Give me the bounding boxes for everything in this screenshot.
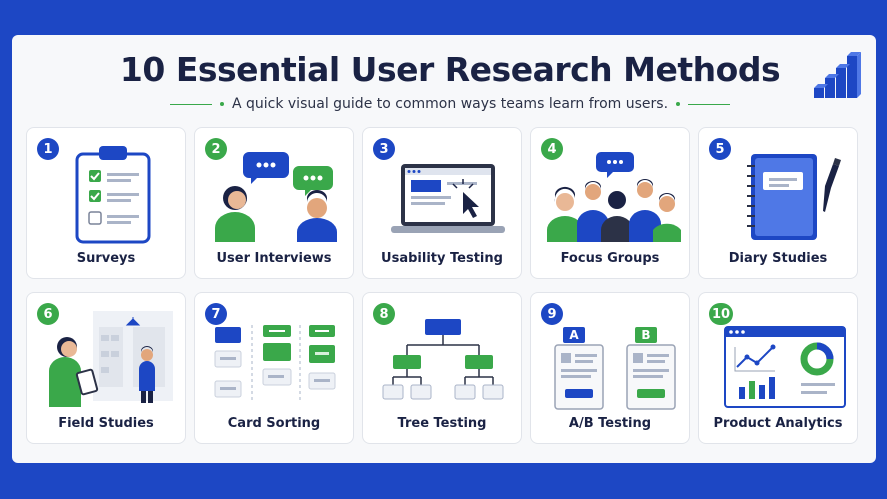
method-number: 10 [709,303,734,325]
method-card-ab-testing[interactable]: 9 A B A/B Testing [530,292,690,444]
ab-comparison-icon: A B [554,327,676,410]
card-columns-icon [214,325,336,401]
divider-right [688,103,731,105]
clipboard-checklist-icon [75,146,151,244]
subtitle-row: A quick visual guide to common ways team… [170,94,731,114]
method-number: 1 [37,138,59,160]
page-title: 10 Essential User Research Methods [119,50,781,89]
method-label: Diary Studies [728,251,828,266]
divider-left [170,103,212,105]
method-label: A/B Testing [568,416,652,431]
analytics-dashboard-icon [724,326,846,408]
method-card-surveys[interactable]: 1 Surveys [26,127,186,279]
notebook-pen-icon [747,154,841,240]
method-card-diary-studies[interactable]: 5 Diary Studies [698,127,858,279]
method-label: Product Analytics [713,416,843,431]
method-number: 8 [373,303,395,325]
method-card-usability-testing[interactable]: 3 Usability Testing [362,127,522,279]
method-label: Focus Groups [560,251,660,266]
method-number: 2 [205,138,227,160]
method-card-tree-testing[interactable]: 8 Tree Testing [362,292,522,444]
method-label: Card Sorting [227,416,321,431]
stacked-blocks-logo-icon [814,52,861,98]
method-label: Field Studies [58,416,154,431]
method-card-card-sorting[interactable]: 7 Card Sorting [194,292,354,444]
method-card-field-studies[interactable]: 6 Field Studies [26,292,186,444]
method-number: 6 [37,303,59,325]
tree-hierarchy-icon [382,319,504,400]
method-label: Surveys [76,251,136,266]
interview-people-icon [215,152,337,242]
method-label: Usability Testing [381,251,503,266]
variant-b-letter: B [641,328,650,342]
method-card-focus-groups[interactable]: 4 Focus Groups [530,127,690,279]
method-label: Tree Testing [397,416,487,431]
method-number: 5 [709,138,731,160]
method-number: 3 [373,138,395,160]
method-label: User Interviews [216,251,332,266]
variant-a-tag [563,327,585,343]
variant-b-tag [635,327,657,343]
method-card-user-interviews[interactable]: 2 User Interviews [194,127,354,279]
variant-a-letter: A [569,328,579,342]
laptop-cursor-icon [391,164,505,233]
page-subtitle: A quick visual guide to common ways team… [231,96,669,112]
method-number: 9 [541,303,563,325]
group-discussion-icon [547,152,681,242]
divider-dot-left [219,102,224,106]
divider-dot-right [676,102,681,106]
method-card-product-analytics[interactable]: 10 Product Analytics [698,292,858,444]
field-observation-icon [49,311,173,407]
method-number: 4 [541,138,563,160]
method-number: 7 [205,303,227,325]
